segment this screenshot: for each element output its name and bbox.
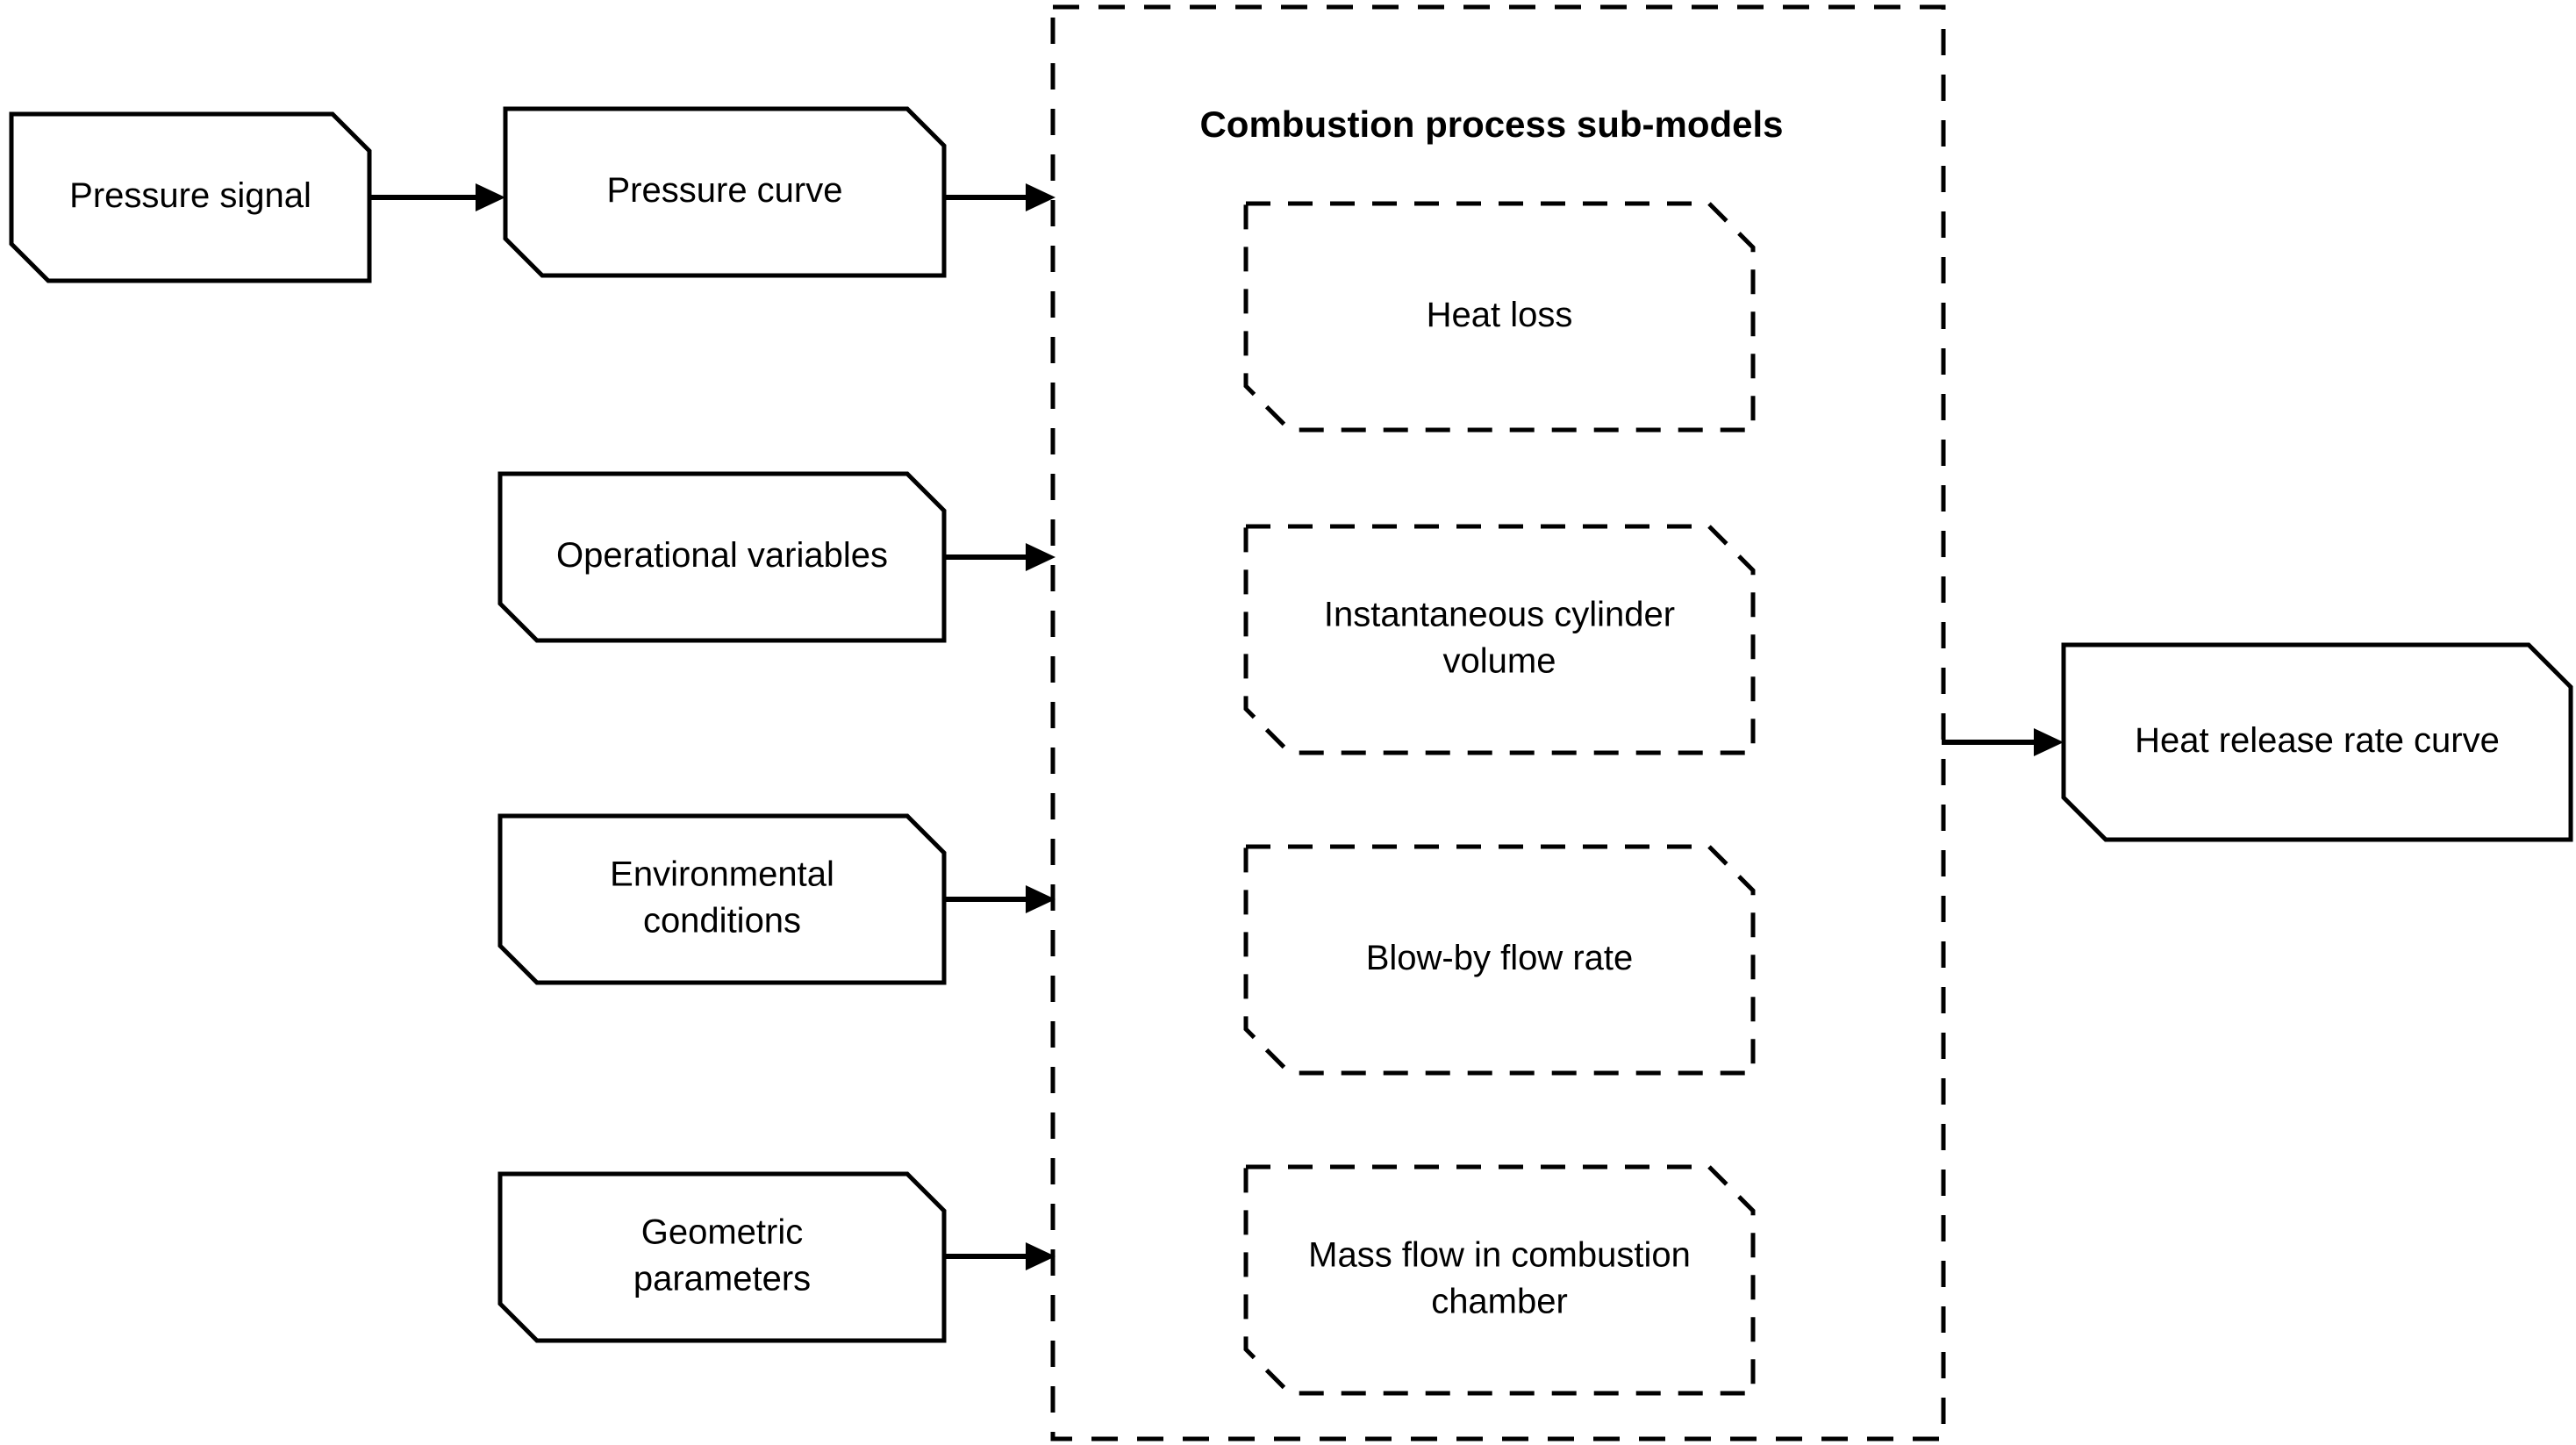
- edge-arrowhead-pressure-curve-to-submodels: [1026, 183, 1055, 211]
- nodes-layer: [9, 106, 2573, 1396]
- output-node-heat-release-rate-curve: [2061, 642, 2573, 842]
- input-node-label-pressure-signal: Pressure signal: [69, 176, 311, 215]
- edge-arrowhead-geometric-parameters-to-submodels: [1026, 1242, 1055, 1270]
- submodel-node-heat-loss: [1243, 201, 1756, 433]
- edge-arrowhead-pressure-signal-to-pressure-curve: [476, 183, 505, 211]
- input-node-environmental-conditions: [497, 813, 947, 985]
- submodels-group-frame: [1050, 4, 1946, 1441]
- submodel-node-blow-by-flow-rate: [1243, 844, 1756, 1076]
- input-node-pressure-signal: [9, 111, 372, 283]
- edge-arrowhead-submodels-to-heat-release-rate-curve: [2034, 728, 2064, 756]
- submodel-node-instantaneous-cylinder-volume: [1243, 524, 1756, 755]
- input-node-geometric-parameters: [497, 1171, 947, 1343]
- input-node-label-pressure-curve: Pressure curve: [607, 171, 843, 210]
- submodel-node-label-blow-by-flow-rate: Blow-by flow rate: [1366, 939, 1634, 977]
- submodels-group-title: Combustion process sub-models: [1199, 104, 1783, 145]
- input-node-pressure-curve: [503, 106, 947, 278]
- output-node-label-heat-release-rate-curve: Heat release rate curve: [2135, 721, 2500, 760]
- edge-arrowhead-environmental-conditions-to-submodels: [1026, 885, 1055, 913]
- input-node-operational-variables: [497, 471, 947, 643]
- input-node-label-operational-variables: Operational variables: [556, 536, 888, 575]
- edges-layer: [369, 183, 2064, 1270]
- submodel-node-mass-flow-in-combustion-chamber: [1243, 1164, 1756, 1396]
- submodels-group-layer: [1050, 4, 1946, 1441]
- edge-arrowhead-operational-variables-to-submodels: [1026, 543, 1055, 571]
- submodel-node-label-heat-loss: Heat loss: [1427, 296, 1573, 334]
